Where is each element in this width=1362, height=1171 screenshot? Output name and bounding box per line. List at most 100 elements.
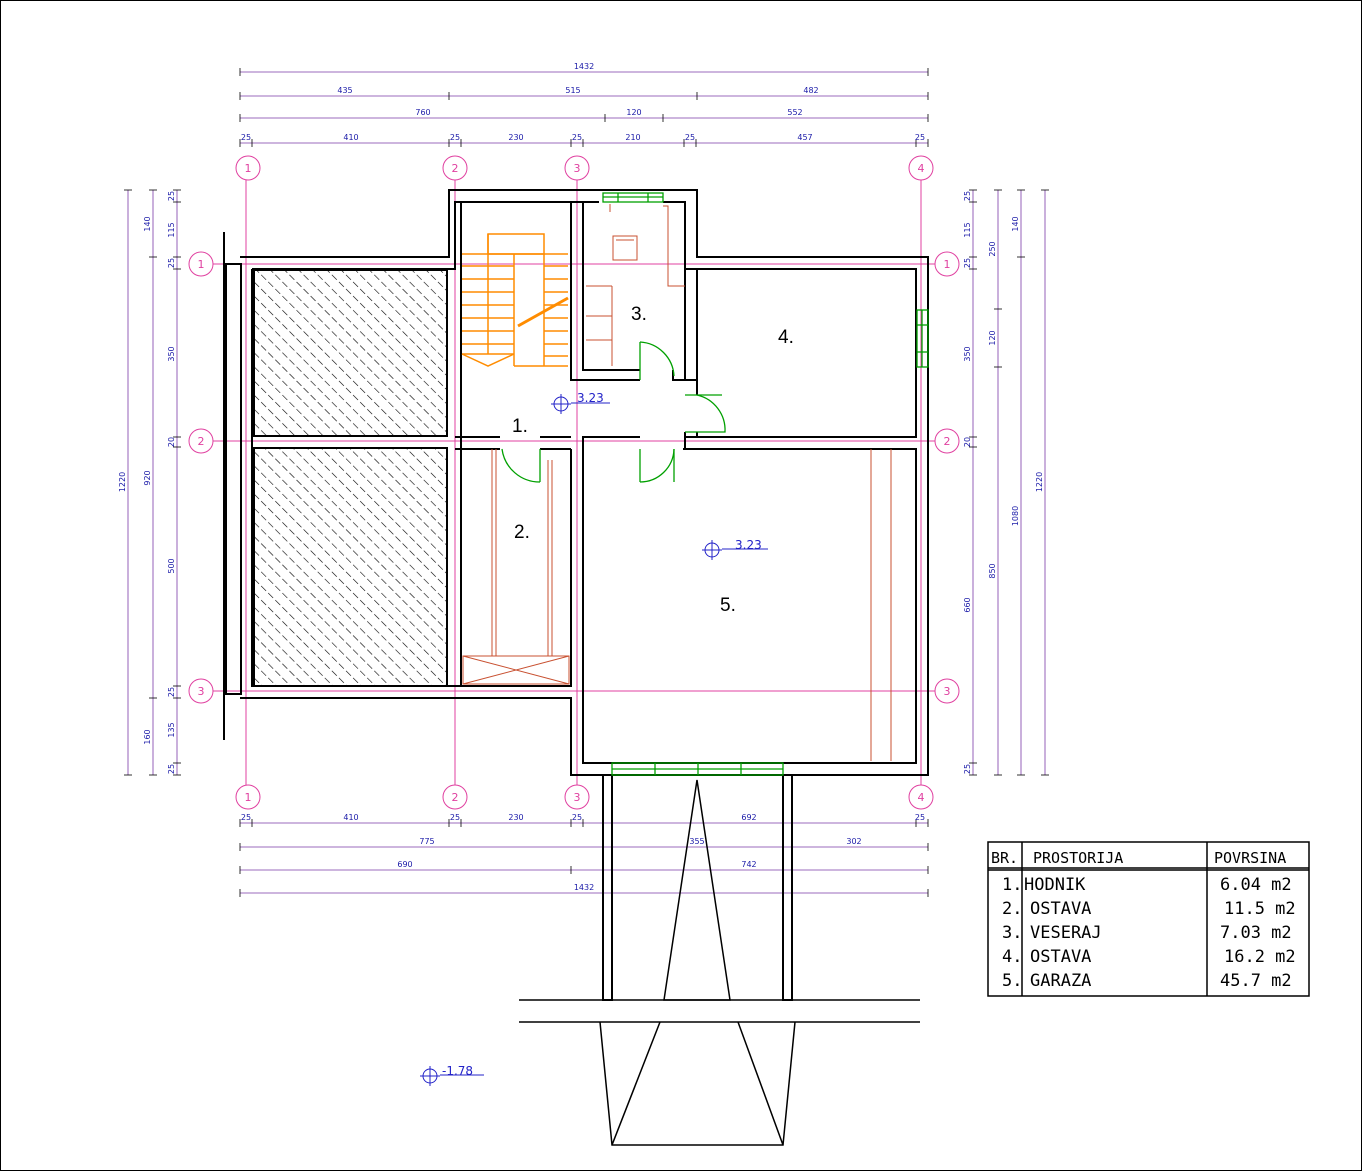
table-header-area: POVRSINA	[1214, 849, 1286, 867]
dim-bot-1-d: 230	[508, 813, 523, 822]
dim-top-4-c: 25	[450, 133, 460, 142]
hatched-slab-lower	[253, 447, 448, 687]
dim-right-mid-a: 250	[988, 241, 997, 256]
furniture	[462, 204, 892, 761]
room-label-2: 2.	[514, 522, 530, 543]
dim-left-mid-c: 160	[143, 729, 152, 744]
dim-right-in-g: 25	[963, 764, 972, 774]
axis-v1-top: 1	[245, 162, 252, 175]
dim-right-in-c: 25	[963, 258, 972, 268]
dim-bot-3-b: 742	[741, 860, 756, 869]
dim-right-in-e: 20	[963, 437, 972, 447]
level-garage-text: 3.23	[735, 538, 762, 552]
dim-top-2-c: 482	[803, 86, 818, 95]
dim-left-in-g: 25	[167, 687, 176, 697]
room-label-3: 3.	[631, 304, 647, 325]
dim-top-4-b: 410	[343, 133, 358, 142]
table-row-5-name: GARAZA	[1030, 971, 1091, 991]
table-row-4-no: 4.	[1002, 947, 1022, 967]
dim-left-in-a: 25	[167, 191, 176, 201]
table-row-3-no: 3.	[1002, 923, 1022, 943]
table-row-3-area: 7.03 m2	[1220, 923, 1292, 943]
table-row-4-area: 16.2 m2	[1224, 947, 1296, 967]
dim-right-mid2-a: 140	[1011, 216, 1020, 231]
dim-right-mid2-b: 1080	[1011, 506, 1020, 526]
dim-right-in-a: 25	[963, 191, 972, 201]
dim-top-2-a: 435	[337, 86, 352, 95]
table-header-no: BR.	[991, 849, 1018, 867]
dim-top-4-d: 230	[508, 133, 523, 142]
dim-top-4-g: 25	[685, 133, 695, 142]
dim-bot-1-e: 25	[572, 813, 582, 822]
hatched-slab-upper	[253, 269, 448, 437]
dim-top-2-b: 515	[565, 86, 580, 95]
axis-v1-bottom: 1	[245, 791, 252, 804]
dim-top-4-a: 25	[241, 133, 251, 142]
axis-h2-left: 2	[198, 435, 205, 448]
dim-left-in-f: 500	[167, 558, 176, 573]
dim-bot-2-b: 355	[689, 837, 704, 846]
windows-doors	[501, 192, 929, 776]
dim-top-4-h: 457	[797, 133, 812, 142]
axis-v2-top: 2	[452, 162, 459, 175]
driveway	[519, 779, 920, 1146]
room-label-4: 4.	[778, 327, 794, 348]
table-row-1-area: 6.04 m2	[1220, 875, 1292, 895]
table-row-2-name: OSTAVA	[1030, 899, 1091, 919]
table-row-5-area: 45.7 m2	[1220, 971, 1292, 991]
dim-top-3-b: 120	[626, 108, 641, 117]
dim-bot-1-g: 25	[915, 813, 925, 822]
dim-left-mid-b: 920	[143, 470, 152, 485]
table-row-1-no: 1.	[1002, 875, 1022, 895]
axis-h3-left: 3	[198, 685, 205, 698]
room-label-5: 5.	[720, 595, 736, 616]
table-row-1-name: HODNIK	[1024, 875, 1086, 895]
left-dimensions	[124, 189, 181, 776]
dim-left-in-c: 25	[167, 258, 176, 268]
dim-bot-1-a: 25	[241, 813, 251, 822]
table-row-2-area: 11.5 m2	[1224, 899, 1296, 919]
axis-v2-bottom: 2	[452, 791, 459, 804]
level-marker-outside	[420, 1066, 484, 1086]
bottom-dimensions	[239, 819, 929, 897]
right-dimensions	[969, 189, 1049, 776]
walls	[223, 189, 929, 1001]
dim-right-in-f: 660	[963, 597, 972, 612]
dim-left-in-e: 20	[167, 437, 176, 447]
staircase	[461, 233, 569, 367]
level-hall-text: 3.23	[577, 391, 604, 405]
table-row-5-no: 5.	[1002, 971, 1022, 991]
dim-left-mid-a: 140	[143, 216, 152, 231]
axis-h1-left: 1	[198, 258, 205, 271]
dim-bot-total: 1432	[574, 883, 594, 892]
dim-left-in-h: 135	[167, 722, 176, 737]
dim-right-outer: 1220	[1035, 472, 1044, 492]
dim-right-mid-c: 850	[988, 563, 997, 578]
level-marker-garage	[702, 540, 768, 560]
dim-top-3-c: 552	[787, 108, 802, 117]
dim-left-in-i: 25	[167, 764, 176, 774]
dim-bot-2-a: 775	[419, 837, 434, 846]
room-area-table	[987, 841, 1310, 997]
dim-top-4-e: 25	[572, 133, 582, 142]
axis-v3-top: 3	[574, 162, 581, 175]
dim-right-in-b: 115	[963, 222, 972, 237]
level-marker-hall	[551, 394, 610, 414]
dim-top-total: 1432	[574, 62, 594, 71]
dim-left-in-d: 350	[167, 346, 176, 361]
dim-top-4-i: 25	[915, 133, 925, 142]
room-label-1: 1.	[512, 416, 528, 437]
dim-bot-3-a: 690	[397, 860, 412, 869]
dim-top-3-a: 760	[415, 108, 430, 117]
dim-bot-2-c: 302	[846, 837, 861, 846]
axis-h2-right: 2	[944, 435, 951, 448]
axis-h3-right: 3	[944, 685, 951, 698]
dim-bot-1-b: 410	[343, 813, 358, 822]
axis-v4-top: 4	[918, 162, 925, 175]
dim-left-in-b: 115	[167, 222, 176, 237]
axis-h1-right: 1	[944, 258, 951, 271]
level-outside-text: -1.78	[442, 1064, 473, 1078]
table-row-3-name: VESERAJ	[1030, 923, 1102, 943]
dim-top-4-f: 210	[625, 133, 640, 142]
